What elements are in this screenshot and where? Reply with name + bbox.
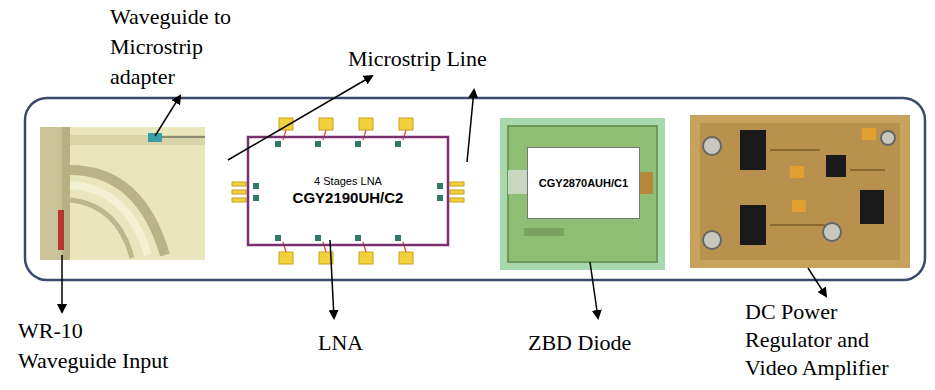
waveguide-render bbox=[40, 127, 205, 260]
part-label: ZBD Diode bbox=[528, 328, 631, 358]
panel-outline bbox=[25, 98, 925, 280]
zbd-diode-render bbox=[500, 118, 665, 270]
chip-part-number: CGY2870AUH/C1 bbox=[539, 176, 628, 190]
chip-box: CGY2870AUH/C1 bbox=[527, 147, 640, 219]
chip-box: 4 Stages LNACGY2190UH/C2 bbox=[250, 139, 446, 243]
part-label: Microstrip Line bbox=[348, 44, 487, 74]
part-label: WR-10 Waveguide Input bbox=[18, 316, 178, 376]
lna-chip-render bbox=[230, 118, 465, 265]
part-label: DC Power Regulator and Video Amplifier bbox=[745, 298, 900, 382]
chip-part-number: CGY2190UH/C2 bbox=[293, 188, 404, 208]
leader-lines bbox=[62, 76, 826, 318]
chip-heading: 4 Stages LNA bbox=[314, 174, 382, 188]
part-label: LNA bbox=[318, 328, 363, 358]
dc-board-photo bbox=[690, 115, 910, 268]
part-label: Waveguide to Microstrip adapter bbox=[110, 2, 260, 92]
